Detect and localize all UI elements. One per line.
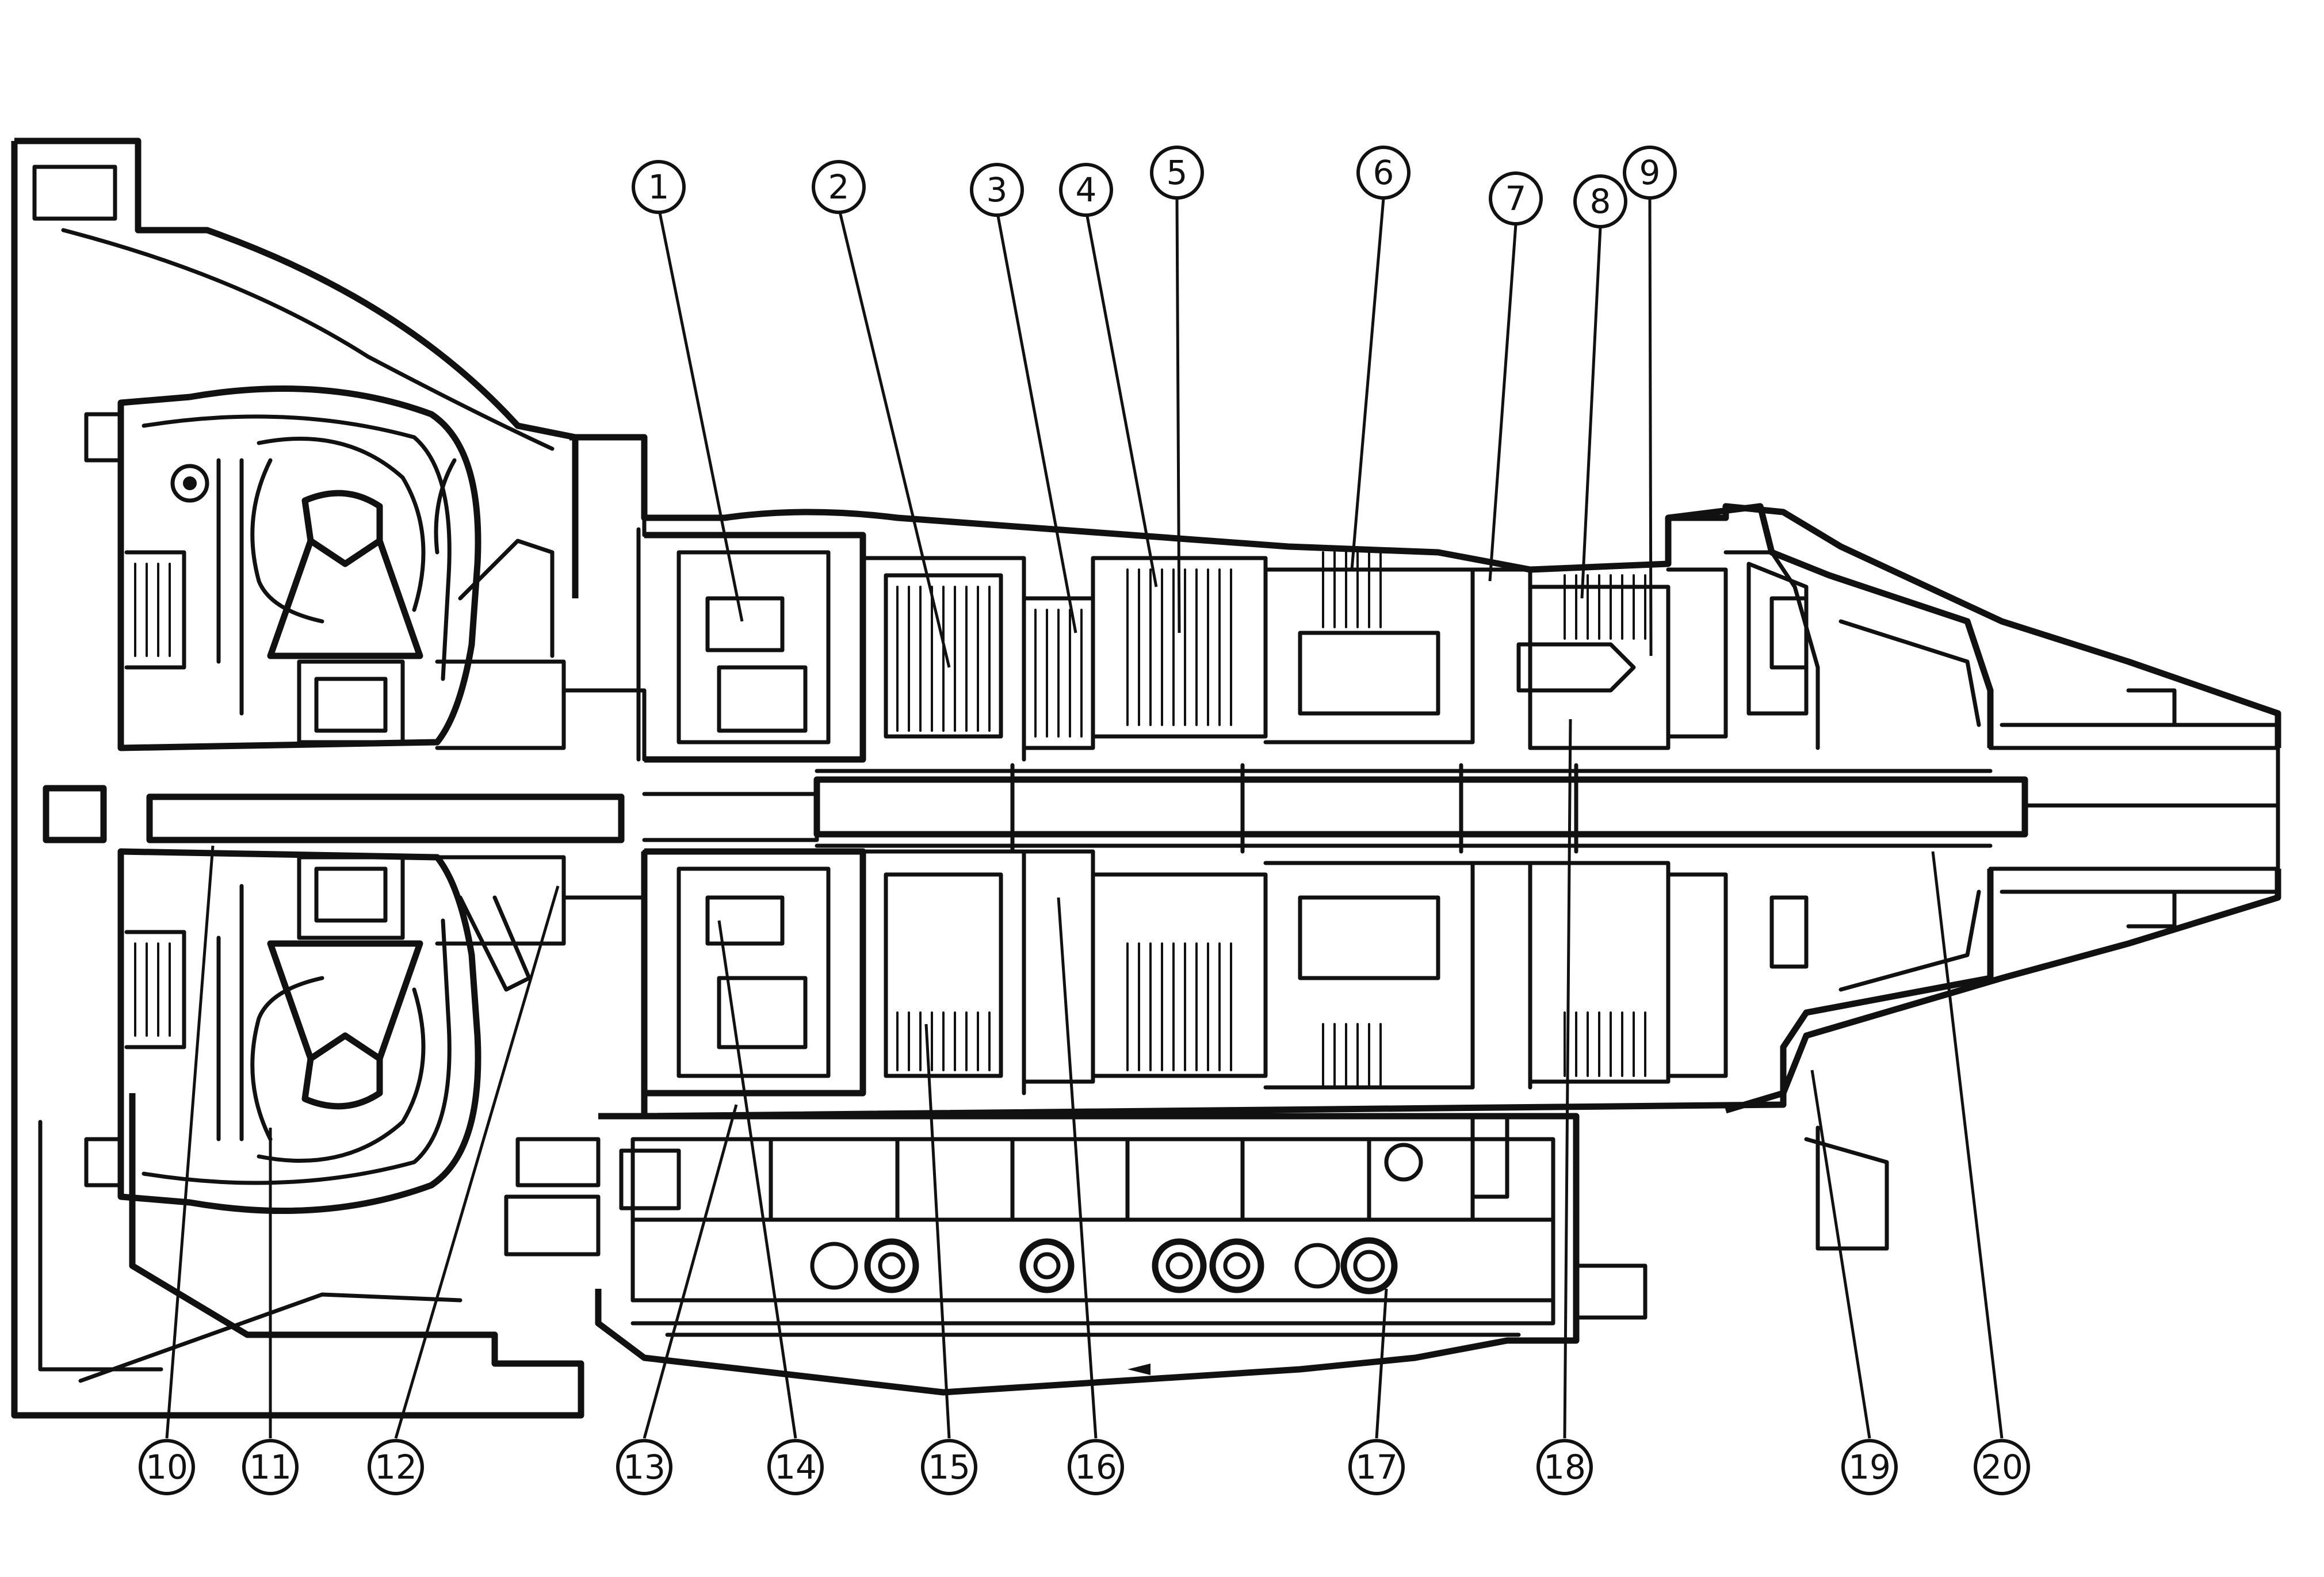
callout-1: 1 bbox=[632, 160, 686, 214]
svg-text:12: 12 bbox=[374, 1448, 417, 1487]
leader-12 bbox=[394, 885, 560, 1439]
leader-20 bbox=[1931, 851, 2004, 1439]
svg-text:14: 14 bbox=[774, 1448, 817, 1487]
front-pump-area bbox=[435, 539, 647, 992]
svg-text:5: 5 bbox=[1167, 153, 1188, 192]
callout-15: 15 bbox=[921, 1439, 977, 1495]
svg-text:8: 8 bbox=[1590, 182, 1611, 221]
svg-text:18: 18 bbox=[1543, 1448, 1586, 1487]
callout-3: 3 bbox=[970, 163, 1024, 217]
leader-6 bbox=[1350, 198, 1385, 570]
torque-converter-upper bbox=[84, 385, 481, 751]
callout-17: 17 bbox=[1348, 1439, 1405, 1495]
svg-text:11: 11 bbox=[249, 1448, 292, 1487]
leader-14 bbox=[717, 920, 797, 1439]
leader-7 bbox=[1488, 224, 1518, 582]
torque-converter-lower bbox=[84, 848, 481, 1215]
leader-18 bbox=[1563, 719, 1572, 1439]
leader-15 bbox=[924, 1024, 951, 1439]
callouts: 1 2 3 4 5 6 7 8 9 10 11 12 13 14 15 16 1… bbox=[139, 146, 2030, 1495]
callout-9: 9 bbox=[1623, 146, 1677, 200]
leader-9 bbox=[1648, 198, 1653, 656]
leader-1 bbox=[657, 207, 744, 622]
leader-16 bbox=[1057, 897, 1098, 1439]
leader-3 bbox=[995, 209, 1077, 633]
svg-text:15: 15 bbox=[928, 1448, 970, 1487]
svg-text:6: 6 bbox=[1373, 153, 1394, 192]
leader-10 bbox=[165, 845, 215, 1439]
callout-19: 19 bbox=[1841, 1439, 1898, 1495]
leader-5 bbox=[1175, 198, 1181, 633]
callout-4: 4 bbox=[1059, 163, 1113, 217]
callout-2: 2 bbox=[812, 160, 866, 214]
svg-text:9: 9 bbox=[1639, 153, 1661, 192]
extension-housing bbox=[1668, 503, 2281, 1251]
valve-body-and-oil-pan bbox=[504, 1113, 1648, 1396]
callout-20: 20 bbox=[1974, 1439, 2030, 1495]
leader-13 bbox=[643, 1104, 738, 1439]
leader-17 bbox=[1375, 1288, 1388, 1439]
svg-text:10: 10 bbox=[146, 1448, 188, 1487]
callout-16: 16 bbox=[1068, 1439, 1124, 1495]
svg-text:20: 20 bbox=[1981, 1448, 2023, 1487]
svg-text:4: 4 bbox=[1076, 170, 1097, 209]
callout-14: 14 bbox=[767, 1439, 824, 1495]
svg-text:13: 13 bbox=[623, 1448, 666, 1487]
callout-13: 13 bbox=[616, 1439, 672, 1495]
callout-12: 12 bbox=[368, 1439, 424, 1495]
callout-18: 18 bbox=[1536, 1439, 1593, 1495]
leader-4 bbox=[1084, 209, 1158, 587]
svg-text:19: 19 bbox=[1848, 1448, 1891, 1487]
svg-text:2: 2 bbox=[828, 167, 850, 207]
svg-text:16: 16 bbox=[1075, 1448, 1117, 1487]
svg-text:17: 17 bbox=[1355, 1448, 1398, 1487]
callout-5: 5 bbox=[1150, 146, 1204, 200]
leader-2 bbox=[837, 207, 951, 668]
callout-10: 10 bbox=[139, 1439, 195, 1495]
callout-11: 11 bbox=[242, 1439, 299, 1495]
callout-8: 8 bbox=[1573, 174, 1627, 228]
svg-text:7: 7 bbox=[1505, 179, 1527, 218]
transmission-drawing bbox=[11, 138, 2281, 1419]
svg-text:1: 1 bbox=[648, 167, 670, 207]
bell-housing bbox=[11, 138, 584, 1419]
leader-8 bbox=[1580, 227, 1602, 599]
leader-19 bbox=[1810, 1070, 1871, 1439]
svg-text:3: 3 bbox=[987, 170, 1008, 209]
shafts bbox=[43, 746, 2280, 871]
callout-6: 6 bbox=[1356, 146, 1411, 200]
main-case-upper bbox=[569, 434, 1994, 763]
leader-lines bbox=[165, 198, 2004, 1439]
callout-7: 7 bbox=[1489, 171, 1543, 226]
